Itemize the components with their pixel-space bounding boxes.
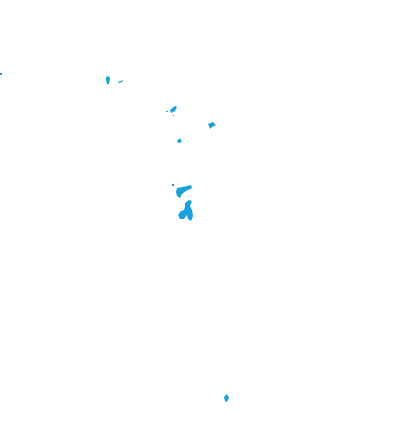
islet-far-west — [0, 73, 2, 75]
islet-central-north-dot — [166, 111, 168, 112]
island-middle — [177, 138, 182, 143]
islet-central-north-dot-2 — [173, 115, 174, 116]
islet-main-north-dot — [172, 184, 174, 186]
island-central-north — [170, 106, 177, 113]
island-north-west — [106, 76, 110, 84]
islet-north-west-small — [118, 80, 123, 83]
island-east — [208, 122, 216, 129]
island-main-lower — [178, 200, 193, 221]
island-far-south — [224, 394, 229, 402]
island-main-upper — [176, 185, 192, 198]
